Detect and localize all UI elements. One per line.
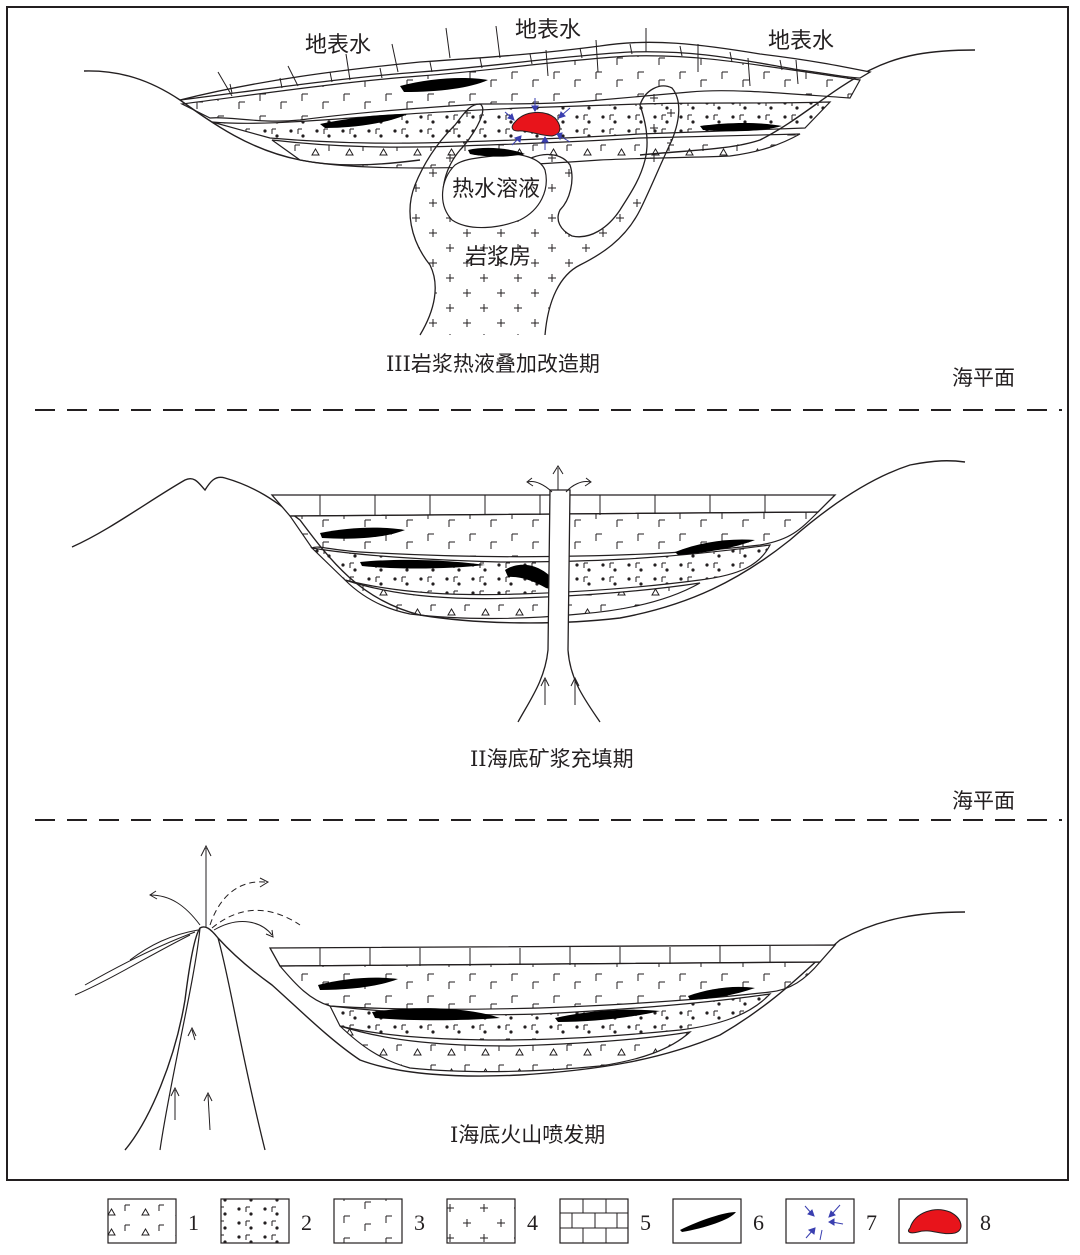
stage1-breccia-layer	[339, 1025, 692, 1073]
stage3-red-orebody	[511, 112, 561, 137]
legend-item-8: 8	[898, 1198, 991, 1244]
stage1-ore-lens-mid	[372, 1008, 500, 1021]
stage1-title: I海底火山喷发期	[450, 1123, 605, 1147]
stage2-ore-lens-left	[320, 527, 405, 539]
diagram-frame	[6, 6, 1069, 1181]
stage3-fluid-arrows	[504, 98, 571, 150]
stage3-magma-chamber-label: 岩浆房	[465, 245, 531, 270]
stage2-breccia-layer	[344, 579, 701, 620]
legend-item-6: 6	[672, 1198, 764, 1244]
stage3-ore-lens-right	[700, 123, 782, 132]
stage2-ore-lens-vent	[505, 564, 554, 589]
legend-item-7: 7	[785, 1198, 877, 1244]
legend-number-1: 1	[188, 1210, 199, 1235]
legend-number-5: 5	[640, 1210, 651, 1235]
legend-number-2: 2	[301, 1210, 312, 1235]
stage3-title: III岩浆热液叠加改造期	[386, 352, 600, 376]
stage1-section: I海底火山喷发期	[74, 844, 966, 1151]
stage3-basalt-layer	[179, 55, 861, 122]
legend-item-2: 2	[220, 1198, 312, 1244]
stage3-surface-water-label-2: 地表水	[515, 18, 581, 43]
stage3-surface-water-label-3: 地表水	[768, 29, 834, 54]
stage3-ore-lens-upper	[400, 78, 488, 92]
stage1-tuff-layer	[328, 993, 772, 1041]
stage3-surface-water-label-1: 地表水	[305, 33, 371, 58]
legend-item-5: 5	[559, 1198, 651, 1244]
legend-item-4: 4	[446, 1198, 538, 1244]
stage3-sea-level-label: 海平面	[952, 366, 1015, 390]
stage3-ore-lens-mid	[468, 147, 525, 157]
stage1-ore-lens-left	[318, 977, 398, 990]
legend-number-4: 4	[527, 1210, 538, 1235]
stage2-conduit-arrows	[526, 465, 592, 705]
stage2-feeder-conduit	[517, 489, 601, 723]
stage2-section: II海底矿浆充填期 海平面	[71, 460, 1015, 813]
stage2-ore-lens-right	[675, 539, 755, 555]
legend-number-7: 7	[866, 1210, 877, 1235]
legend-item-1: 1	[107, 1198, 199, 1244]
legend-number-8: 8	[980, 1210, 991, 1235]
legend: 1 2 3 4 5 6	[107, 1198, 991, 1244]
stage3-water-arrows	[217, 25, 799, 97]
stage1-basalt-layer	[278, 961, 822, 1010]
stage3-ore-lens-left	[320, 114, 408, 128]
legend-number-3: 3	[414, 1210, 425, 1235]
stage3-hydrothermal-label: 热水溶液	[452, 177, 540, 202]
stage2-sea-level-label: 海平面	[952, 789, 1015, 813]
stage1-ore-lens-mid2	[555, 1009, 660, 1022]
legend-item-3: 3	[333, 1198, 425, 1244]
stage2-title: II海底矿浆充填期	[470, 747, 634, 771]
stage1-volcano-right-flank	[217, 937, 266, 1151]
stage3-brick-layer	[179, 41, 872, 101]
stage3-magma-intrusion	[409, 85, 680, 336]
stage3-section: 地表水 地表水 地表水 热水溶液 岩浆房 III岩浆热液叠加改造期 海平面	[83, 18, 1015, 390]
stage1-eruption-plume	[74, 844, 301, 1131]
stage1-vent-inner	[159, 927, 201, 1151]
stage2-ore-lens-mid	[360, 559, 485, 569]
stage1-ore-lens-right	[688, 986, 755, 1000]
legend-number-6: 6	[753, 1210, 764, 1235]
